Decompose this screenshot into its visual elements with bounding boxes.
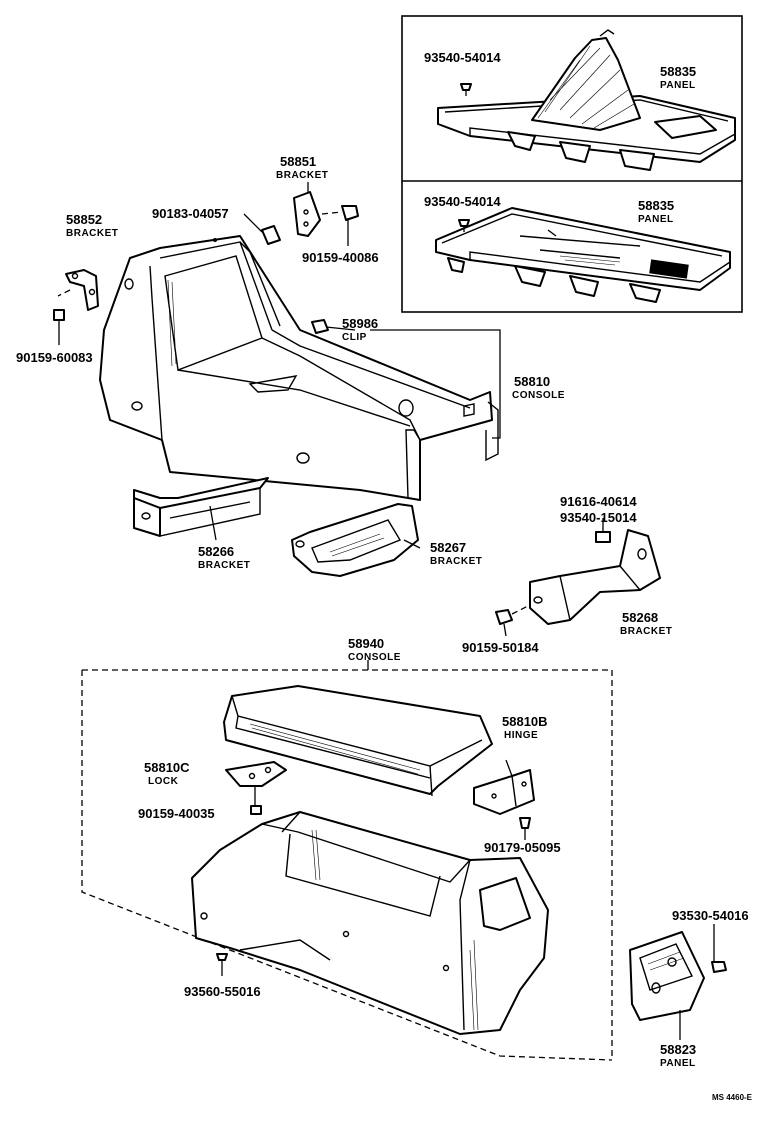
label-58940-name: CONSOLE [348,652,401,663]
clip-58986-drawing [311,319,501,439]
label-58986-name: CLIP [342,332,367,343]
bracket-58268-drawing [495,518,661,637]
label-58851: 58851 [280,154,316,169]
panel-plain-drawing [435,207,731,303]
label-58810-name: CONSOLE [512,390,565,401]
label-58851-name: BRACKET [276,170,328,181]
panel-variants-inset [401,15,743,313]
label-90183-04057: 90183-04057 [152,206,229,221]
label-58267: 58267 [430,540,466,555]
label-93540-54014-lower: 93540-54014 [424,194,501,209]
label-panel-lower: PANEL [638,214,674,225]
reference-code: MS 4460-E [712,1093,753,1102]
label-93540-15014: 93540-15014 [560,510,637,525]
console-lid-drawing [223,685,493,797]
label-58268: 58268 [622,610,658,625]
label-58266-name: BRACKET [198,560,250,571]
label-58810: 58810 [514,374,550,389]
label-58267-name: BRACKET [430,556,482,567]
label-panel-upper: PANEL [660,80,696,91]
console-58810-drawing [99,235,499,501]
label-58852-name: BRACKET [66,228,118,239]
console-58940-group-outline [81,660,613,1061]
label-58810C-name: LOCK [148,776,179,787]
lock-58810C-drawing [225,761,287,815]
bracket-58267-drawing [291,503,421,577]
label-58810C: 58810C [144,760,190,775]
label-58810B: 58810B [502,714,548,729]
part-labels: 93540-54014 58835 PANEL 93540-54014 5883… [16,50,753,1102]
label-58835-upper: 58835 [660,64,696,79]
label-58852: 58852 [66,212,102,227]
bracket-58851-drawing [243,182,359,246]
label-91616-40614: 91616-40614 [560,494,637,509]
label-58823: 58823 [660,1042,696,1057]
label-58266: 58266 [198,544,234,559]
label-58986: 58986 [342,316,378,331]
label-58835-lower: 58835 [638,198,674,213]
panel-with-shift-boot-drawing [437,29,736,171]
label-90159-60083: 90159-60083 [16,350,93,365]
label-90159-40086: 90159-40086 [302,250,379,265]
label-93540-54014-upper: 93540-54014 [424,50,501,65]
label-93560-55016: 93560-55016 [184,984,261,999]
panel-58823-drawing [629,924,727,1040]
bracket-58852-drawing [53,269,99,345]
bracket-58266-drawing [133,477,269,541]
label-58940: 58940 [348,636,384,651]
label-58823-name: PANEL [660,1058,696,1069]
label-58810B-name: HINGE [504,730,538,741]
label-93530-54016: 93530-54016 [672,908,749,923]
console-body-drawing [191,811,549,1035]
label-90179-05095: 90179-05095 [484,840,561,855]
hinge-58810B-drawing [473,759,535,840]
label-58268-name: BRACKET [620,626,672,637]
label-90159-40035: 90159-40035 [138,806,215,821]
label-90159-50184: 90159-50184 [462,640,539,655]
